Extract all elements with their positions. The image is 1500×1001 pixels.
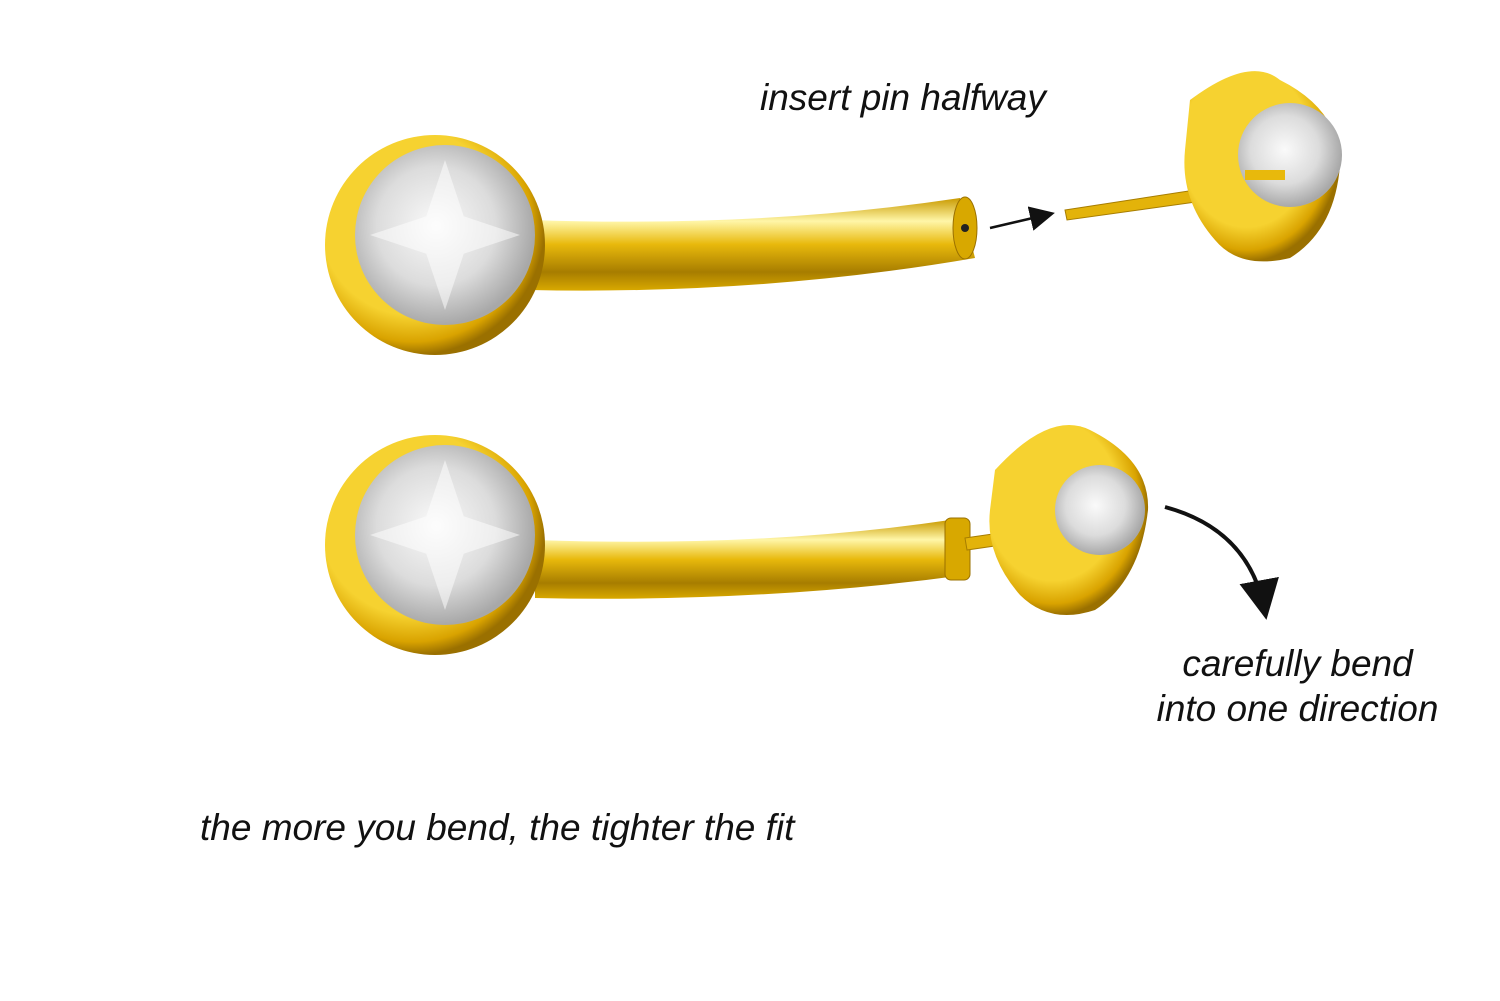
bottom-attachment <box>989 425 1149 615</box>
bottom-barbell <box>325 435 1093 655</box>
insert-pin-label: insert pin halfway <box>760 77 1046 118</box>
pin-hole <box>961 224 969 232</box>
insert-arrow-icon <box>989 206 1055 231</box>
gem-icon <box>1238 103 1342 207</box>
bend-label-line1: carefully bend <box>1182 643 1413 684</box>
bend-arrow-icon <box>1164 505 1279 620</box>
top-attachment <box>1064 71 1342 262</box>
top-barbell <box>325 135 978 355</box>
gem-icon <box>1055 465 1145 555</box>
tighter-fit-label: the more you bend, the tighter the fit <box>200 807 795 848</box>
bend-label-line2: into one direction <box>1156 688 1439 729</box>
